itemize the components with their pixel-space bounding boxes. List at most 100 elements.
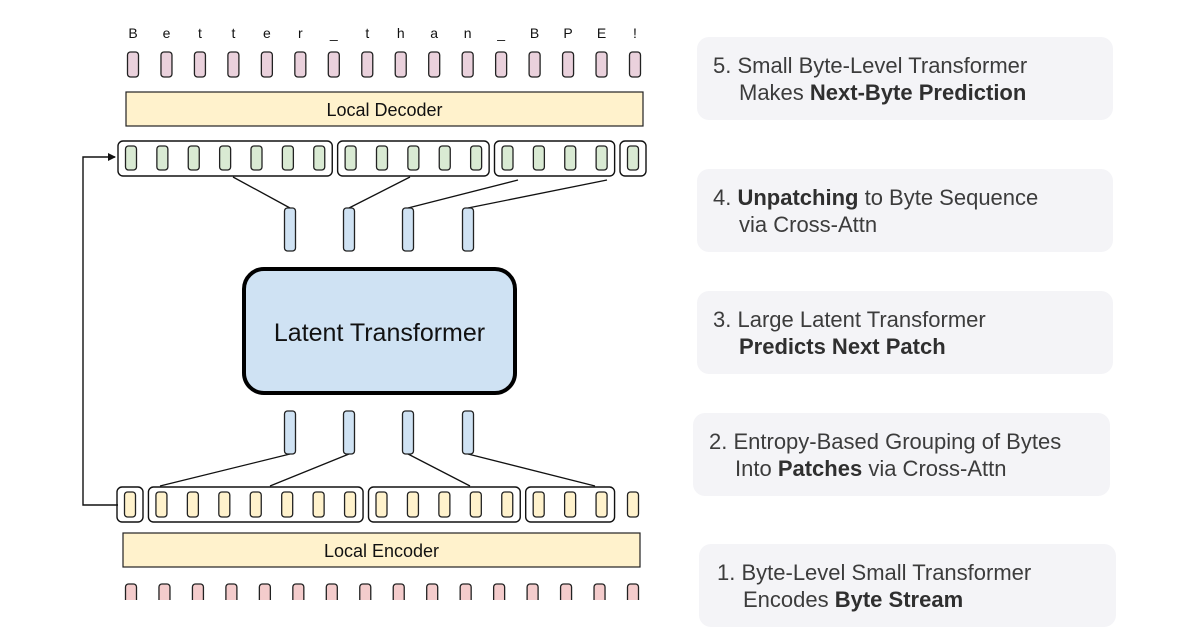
encoder-byte-token [281,491,294,518]
decoder-byte-token [124,145,138,171]
unpatch-link [232,176,291,209]
encoder-byte-token [249,491,262,518]
patching-link [467,453,596,487]
step-number: 2. [709,429,734,454]
patch-token-lower [342,410,356,455]
output-byte-label: E [597,25,606,41]
encoder-byte-token [343,491,357,518]
output-byte-label: B [128,25,137,41]
decoder-byte-token [375,145,389,171]
decoder-byte-token [532,145,546,171]
output-byte-label: t [198,25,202,41]
decoder-byte-token [281,145,295,171]
input-byte-token [158,583,171,600]
encoder-byte-token [438,491,451,518]
latent-transformer-label: Latent Transformer [274,319,485,347]
step-text: Into [735,456,778,481]
decoder-byte-token [438,145,451,171]
patch-group-outline [367,486,521,523]
encoder-byte-token [123,491,137,518]
step-text: Entropy-Based Grouping of Bytes [733,429,1062,454]
encoder-byte-token [312,491,325,518]
output-byte-label: t [365,25,369,41]
input-byte-token [492,583,506,600]
step-number: 4. [713,185,738,210]
output-byte-token [294,51,307,78]
input-byte-token [325,583,338,600]
step-text: via Cross-Attn [739,212,878,237]
local-decoder-block [125,91,644,127]
patch-token-lower [401,410,415,455]
input-byte-token [359,583,372,600]
input-byte-token [392,583,405,600]
step-text: Small Byte-Level Transformer [737,53,1028,78]
decoder-byte-token [313,145,326,171]
decoder-byte-token [187,145,200,171]
output-byte-token [193,51,207,78]
output-byte-label: B [530,25,539,41]
patch-group-outline [619,140,647,177]
output-byte-token [628,51,642,78]
local-decoder-label: Local Decoder [326,100,442,120]
step-text: Large Latent Transformer [737,307,986,332]
feedback-arrow [82,153,118,506]
output-byte-token [160,51,173,78]
patching-link [159,453,291,487]
decoder-byte-token [564,145,577,171]
patch-group-outline [147,486,364,523]
step-number: 3. [713,307,738,332]
output-byte-token [126,51,140,78]
unpatch-link [467,179,608,209]
decoder-byte-token [344,145,357,171]
step-text: to Byte Sequence [858,185,1039,210]
input-byte-token [191,583,205,600]
patch-group-outline [336,140,490,177]
latent-transformer-box [242,267,517,395]
output-byte-token [461,51,474,78]
encoder-byte-token [218,491,231,518]
decoder-byte-token [469,145,483,171]
patching-link [269,453,350,487]
encoder-byte-token [469,491,482,518]
patch-token-upper [342,207,356,252]
encoder-byte-token [406,491,420,518]
decoder-byte-token [501,145,514,171]
decoder-byte-token [250,145,263,171]
encoder-byte-token [532,491,545,518]
output-byte-label: t [231,25,235,41]
output-byte-label: _ [329,25,338,41]
output-byte-label: P [563,25,572,41]
input-byte-token [559,583,573,600]
encoder-byte-token [155,491,168,518]
output-byte-label: n [464,25,472,41]
patch-token-lower [461,410,475,455]
step-text-bold: Predicts Next Patch [739,334,946,359]
input-byte-token [626,583,640,600]
patch-token-upper [283,207,297,252]
decoder-byte-token [407,145,420,171]
patching-link [407,453,471,487]
output-byte-label: _ [496,25,505,41]
patch-group-outline [524,486,616,523]
output-byte-label: a [430,25,438,41]
encoder-byte-token [501,491,514,518]
input-byte-token [225,583,238,600]
output-byte-token [260,51,274,78]
decoder-byte-token [218,145,232,171]
output-byte-token [561,51,575,78]
patch-group-outline [117,140,333,177]
step-text-bold: Unpatching [737,185,859,210]
input-byte-token [526,583,539,600]
decoder-byte-token [626,145,640,171]
input-byte-token [593,583,606,600]
output-byte-label: r [298,25,303,41]
input-byte-token [258,583,272,600]
output-byte-label: e [263,25,271,41]
output-byte-token [361,51,374,78]
step-number: 1. [717,560,742,585]
output-byte-token [428,51,441,78]
unpatch-link [348,176,411,209]
